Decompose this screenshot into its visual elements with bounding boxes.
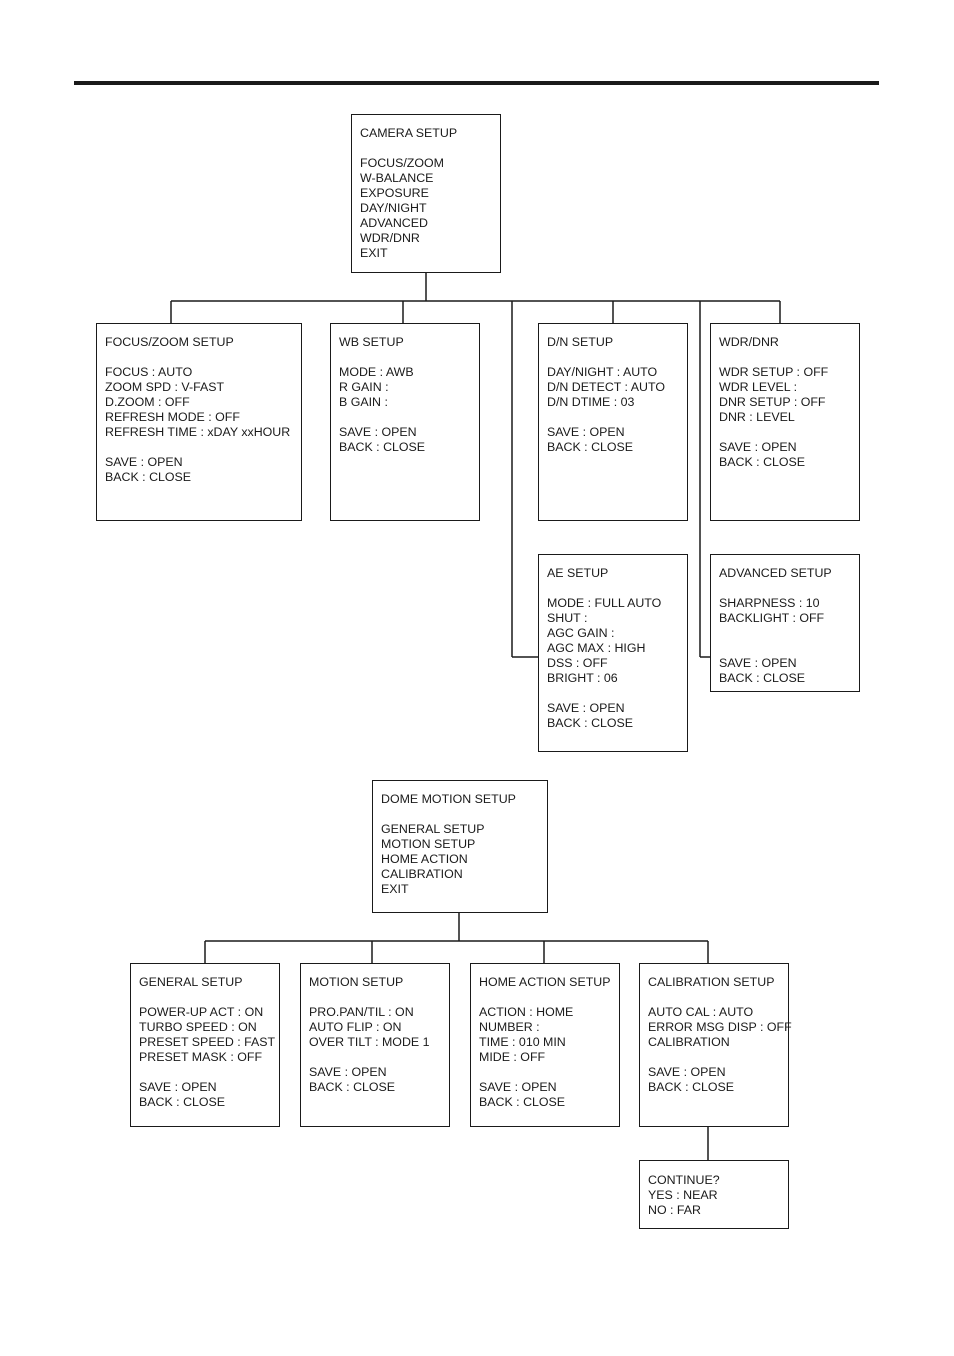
calibration-save: SAVE : OPEN (648, 1065, 726, 1079)
home-action-back: BACK : CLOSE (479, 1095, 566, 1109)
general-setup-box: GENERAL SETUP POWER-UP ACT : ON TURBO SP… (130, 963, 280, 1127)
general-setup-title: GENERAL SETUP (139, 975, 243, 989)
dome-motion-setup-item: EXIT (381, 882, 409, 896)
wdr-dnr-item: WDR LEVEL : (719, 380, 798, 394)
focus-zoom-setup-title: FOCUS/ZOOM SETUP (105, 335, 234, 349)
ae-save: SAVE : OPEN (547, 701, 625, 715)
wdr-dnr-title: WDR/DNR (719, 335, 779, 349)
focus-zoom-save: SAVE : OPEN (105, 455, 183, 469)
header-rule (74, 81, 879, 85)
advanced-back: BACK : CLOSE (719, 671, 806, 685)
continue-no: NO : FAR (648, 1203, 702, 1217)
calibration-back: BACK : CLOSE (648, 1080, 735, 1094)
motion-back: BACK : CLOSE (309, 1080, 396, 1094)
dn-setup-item: D/N DTIME : 03 (547, 395, 635, 409)
home-action-save: SAVE : OPEN (479, 1080, 557, 1094)
ae-setup-item: DSS : OFF (547, 656, 608, 670)
ae-setup-item: SHUT : (547, 611, 588, 625)
camera-setup-item: ADVANCED (360, 216, 428, 230)
calibration-setup-title: CALIBRATION SETUP (648, 975, 775, 989)
calibration-setup-item: CALIBRATION (648, 1035, 730, 1049)
wb-setup-item: MODE : AWB (339, 365, 414, 379)
wb-setup-title: WB SETUP (339, 335, 404, 349)
dome-motion-setup-item: CALIBRATION (381, 867, 463, 881)
camera-setup-box: CAMERA SETUP FOCUS/ZOOM W-BALANCE EXPOSU… (351, 114, 501, 273)
home-action-setup-item: NUMBER : (479, 1020, 540, 1034)
general-save: SAVE : OPEN (139, 1080, 217, 1094)
dn-setup-item: DAY/NIGHT : AUTO (547, 365, 658, 379)
home-action-setup-title: HOME ACTION SETUP (479, 975, 611, 989)
general-setup-item: TURBO SPEED : ON (139, 1020, 257, 1034)
ae-setup-title: AE SETUP (547, 566, 609, 580)
ae-setup-item: AGC MAX : HIGH (547, 641, 646, 655)
wdr-dnr-save: SAVE : OPEN (719, 440, 797, 454)
dome-motion-setup-item: GENERAL SETUP (381, 822, 485, 836)
motion-setup-item: OVER TILT : MODE 1 (309, 1035, 430, 1049)
home-action-setup-item: ACTION : HOME (479, 1005, 574, 1019)
focus-zoom-back: BACK : CLOSE (105, 470, 192, 484)
home-action-setup-item: MIDE : OFF (479, 1050, 546, 1064)
ae-setup-item: BRIGHT : 06 (547, 671, 618, 685)
wb-setup-box: WB SETUP MODE : AWB R GAIN : B GAIN : SA… (330, 323, 480, 521)
dn-back: BACK : CLOSE (547, 440, 634, 454)
ae-setup-box: AE SETUP MODE : FULL AUTO SHUT : AGC GAI… (538, 554, 688, 752)
motion-setup-item: AUTO FLIP : ON (309, 1020, 402, 1034)
camera-setup-title: CAMERA SETUP (360, 126, 458, 140)
wdr-dnr-item: WDR SETUP : OFF (719, 365, 829, 379)
wb-setup-item: B GAIN : (339, 395, 388, 409)
focus-zoom-setup-item: D.ZOOM : OFF (105, 395, 190, 409)
motion-setup-box: MOTION SETUP PRO.PAN/TIL : ON AUTO FLIP … (300, 963, 450, 1127)
ae-setup-item: AGC GAIN : (547, 626, 615, 640)
general-setup-item: POWER-UP ACT : ON (139, 1005, 264, 1019)
advanced-setup-box: ADVANCED SETUP SHARPNESS : 10 BACKLIGHT … (710, 554, 860, 692)
focus-zoom-setup-item: REFRESH TIME : xDAY xxHOUR (105, 425, 291, 439)
camera-setup-item: EXPOSURE (360, 186, 429, 200)
dn-setup-item: D/N DETECT : AUTO (547, 380, 665, 394)
focus-zoom-setup-item: REFRESH MODE : OFF (105, 410, 240, 424)
calibration-setup-box: CALIBRATION SETUP AUTO CAL : AUTO ERROR … (639, 963, 792, 1127)
advanced-setup-item: BACKLIGHT : OFF (719, 611, 825, 625)
ae-setup-item: MODE : FULL AUTO (547, 596, 662, 610)
wb-save: SAVE : OPEN (339, 425, 417, 439)
continue-yes: YES : NEAR (648, 1188, 718, 1202)
ae-back: BACK : CLOSE (547, 716, 634, 730)
wb-back: BACK : CLOSE (339, 440, 426, 454)
home-action-setup-item: TIME : 010 MIN (479, 1035, 566, 1049)
focus-zoom-setup-box: FOCUS/ZOOM SETUP FOCUS : AUTO ZOOM SPD :… (96, 323, 302, 521)
focus-zoom-setup-item: ZOOM SPD : V-FAST (105, 380, 225, 394)
advanced-setup-item: SHARPNESS : 10 (719, 596, 820, 610)
camera-setup-item: FOCUS/ZOOM (360, 156, 444, 170)
continue-prompt: CONTINUE? (648, 1173, 720, 1187)
general-setup-item: PRESET MASK : OFF (139, 1050, 263, 1064)
focus-zoom-setup-item: FOCUS : AUTO (105, 365, 193, 379)
home-action-setup-box: HOME ACTION SETUP ACTION : HOME NUMBER :… (470, 963, 620, 1127)
wdr-dnr-item: DNR SETUP : OFF (719, 395, 826, 409)
motion-save: SAVE : OPEN (309, 1065, 387, 1079)
dome-motion-setup-item: MOTION SETUP (381, 837, 476, 851)
dome-motion-setup-item: HOME ACTION (381, 852, 468, 866)
camera-setup-item: EXIT (360, 246, 388, 260)
wb-setup-item: R GAIN : (339, 380, 389, 394)
general-back: BACK : CLOSE (139, 1095, 226, 1109)
motion-setup-title: MOTION SETUP (309, 975, 404, 989)
dn-setup-box: D/N SETUP DAY/NIGHT : AUTO D/N DETECT : … (538, 323, 688, 521)
dn-save: SAVE : OPEN (547, 425, 625, 439)
camera-setup-item: DAY/NIGHT (360, 201, 427, 215)
wdr-dnr-item: DNR : LEVEL (719, 410, 795, 424)
dn-setup-title: D/N SETUP (547, 335, 614, 349)
general-setup-item: PRESET SPEED : FAST (139, 1035, 276, 1049)
dome-motion-setup-title: DOME MOTION SETUP (381, 792, 516, 806)
calibration-setup-item: ERROR MSG DISP : OFF (648, 1020, 792, 1034)
camera-setup-item: W-BALANCE (360, 171, 434, 185)
wdr-dnr-back: BACK : CLOSE (719, 455, 806, 469)
wdr-dnr-box: WDR/DNR WDR SETUP : OFF WDR LEVEL : DNR … (710, 323, 860, 521)
continue-box: CONTINUE? YES : NEAR NO : FAR (639, 1160, 789, 1229)
motion-setup-item: PRO.PAN/TIL : ON (309, 1005, 414, 1019)
dome-motion-setup-box: DOME MOTION SETUP GENERAL SETUP MOTION S… (372, 780, 548, 913)
calibration-setup-item: AUTO CAL : AUTO (648, 1005, 754, 1019)
advanced-save: SAVE : OPEN (719, 656, 797, 670)
camera-setup-item: WDR/DNR (360, 231, 420, 245)
advanced-setup-title: ADVANCED SETUP (719, 566, 832, 580)
